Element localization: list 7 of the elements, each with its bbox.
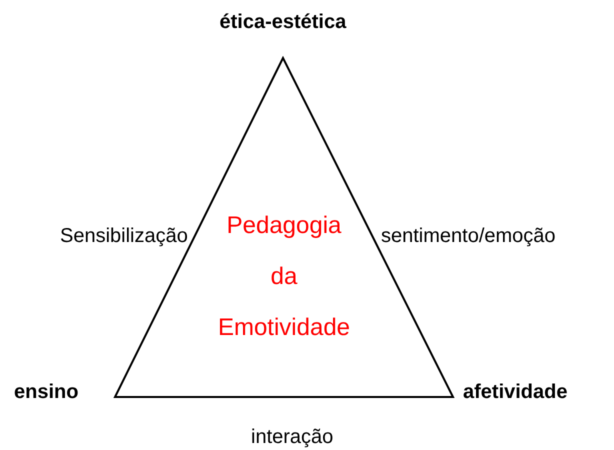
side-label: Sensibilização [60,224,188,248]
side-label: sentimento/emoção [381,224,556,248]
side-label: interação [251,425,334,449]
vertex-label: ensino [14,380,78,404]
vertex-label: ética-estética [220,10,346,34]
center-title: Pedagogia da Emotividade [216,211,352,343]
vertex-label: afetividade [463,380,568,404]
